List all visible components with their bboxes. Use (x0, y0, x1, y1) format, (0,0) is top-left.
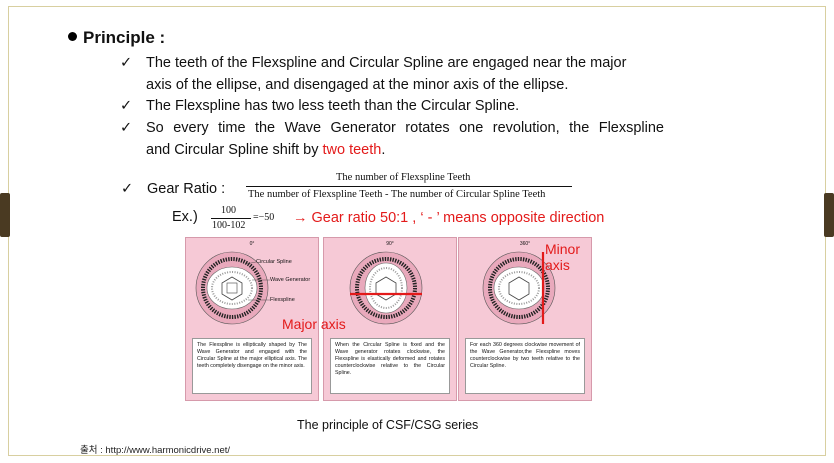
panel-360-description: For each 360 degrees clockwise movement … (465, 338, 585, 394)
bullet-2: ✓ The Flexspline has two less teeth than… (120, 95, 520, 117)
panel-90-degrees: 90° Major axis When the Circular Spline … (282, 237, 457, 401)
check-icon: ✓ (120, 98, 133, 114)
wave-gear-diagram-0 (195, 251, 270, 325)
bullet-dot-icon (68, 32, 77, 41)
check-icon: ✓ (121, 181, 134, 197)
left-edge-tab (0, 193, 10, 237)
bullet-3: ✓ So every time the Wave Generator rotat… (120, 117, 664, 161)
source-link[interactable]: 출처 : http://www.harmonicdrive.net/ (80, 445, 231, 456)
panel-degree: 360° (519, 241, 531, 247)
bullet-1-line-2: axis of the ellipse, and disengaged at t… (146, 77, 569, 93)
panel-0-description: The Flexspline is elliptically shaped by… (192, 338, 312, 394)
example-note: → Gear ratio 50:1 , ‘ - ’ means opposite… (293, 210, 605, 226)
check-icon: ✓ (120, 120, 133, 136)
panel-0-degrees: 0° Circular Spline Wave Generator Flexsp… (185, 237, 319, 401)
example-denominator: 100-102 (212, 220, 246, 231)
bullet-3-line-1: So every time the Wave Generator rotates… (146, 120, 664, 136)
wave-gear-diagram-90 (349, 251, 423, 325)
bullet-1-line-1: The teeth of the Flexspline and Circular… (146, 55, 627, 71)
label-circular-spline: Circular Spline (256, 259, 292, 265)
gear-ratio-fraction-bar (246, 186, 572, 187)
example-result: =−50 (253, 212, 275, 223)
heading-text: Principle : (83, 28, 166, 47)
label-wave-generator: Wave Generator (270, 277, 311, 283)
gear-ratio-label: ✓ Gear Ratio : (121, 178, 225, 200)
panel-360-degrees: 360° Minor axis For each 360 degrees clo… (458, 237, 592, 401)
right-edge-tab (824, 193, 834, 237)
bullet-1: ✓ The teeth of the Flexspline and Circul… (120, 52, 627, 96)
bullet-3-line-2: and Circular Spline shift by two teeth. (146, 142, 386, 158)
example-numerator: 100 (221, 205, 236, 216)
example-label: Ex.) (172, 209, 198, 225)
figure-caption: The principle of CSF/CSG series (297, 418, 479, 432)
example-fraction-bar (211, 218, 251, 219)
bullet-2-line-1: The Flexspline has two less teeth than t… (146, 98, 520, 114)
panel-degree: 0° (249, 241, 255, 247)
major-axis-annotation: Major axis (282, 316, 346, 332)
minor-axis-annotation: Minor axis (545, 241, 581, 273)
check-icon: ✓ (120, 55, 133, 71)
label-flexspline: Flexspline (270, 297, 295, 303)
wave-gear-diagram-360 (482, 251, 556, 325)
gear-ratio-numerator: The number of Flexspline Teeth (336, 172, 471, 183)
section-heading: Principle : (68, 28, 165, 48)
gear-ratio-denominator: The number of Flexspline Teeth - The num… (248, 189, 546, 200)
panel-degree: 90° (386, 241, 394, 247)
panel-90-description: When the Circular Spline is fixed and th… (330, 338, 450, 394)
highlight-two-teeth: two teeth (322, 142, 382, 158)
